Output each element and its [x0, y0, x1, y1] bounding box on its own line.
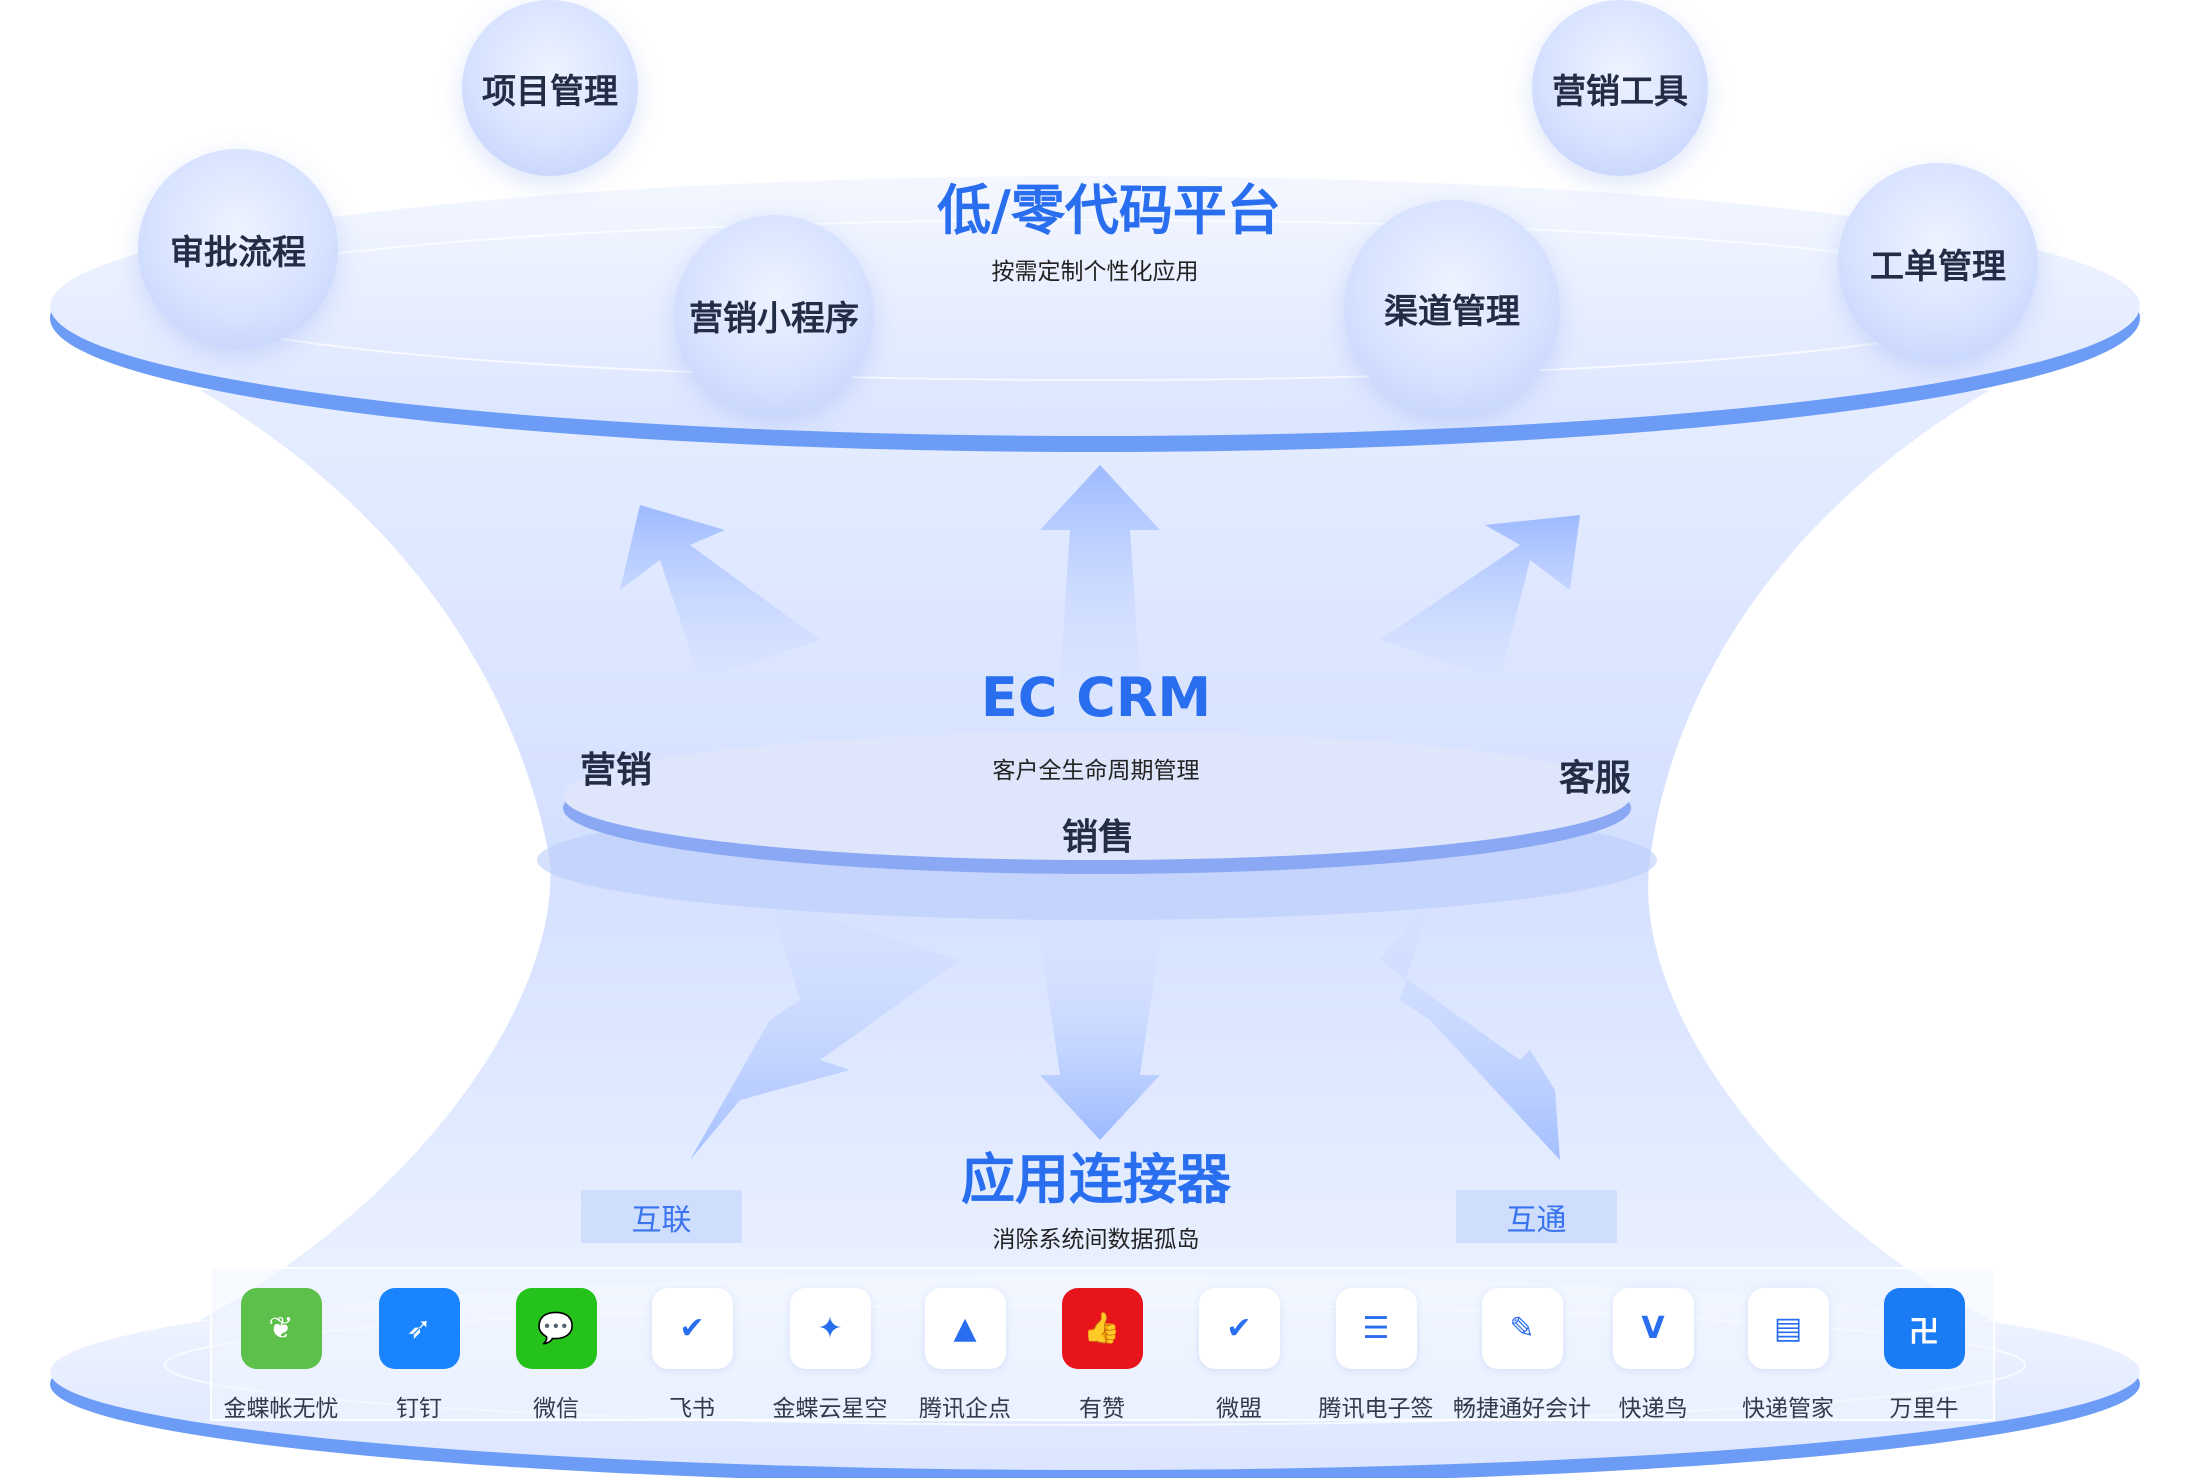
app-label: 腾讯企点 — [919, 1396, 1011, 1422]
ec-crm-subtitle: 客户全生命周期管理 — [992, 758, 1200, 784]
app-connector-title: 应用连接器 — [961, 1148, 1231, 1211]
app-label: 飞书 — [669, 1396, 715, 1422]
low-code-platform-subtitle: 按需定制个性化应用 — [991, 259, 1199, 285]
app-item[interactable]: ✎ 畅捷通好会计 — [1453, 1288, 1591, 1423]
kingdee-icon: ✦ — [789, 1288, 871, 1369]
feishu-icon: ✔ — [651, 1288, 733, 1369]
app-item[interactable]: ✔ 飞书 — [627, 1288, 757, 1423]
tag-intercommunicate: 互通 — [1456, 1190, 1617, 1243]
app-item[interactable]: ❦ 金蝶帐无忧 — [216, 1288, 346, 1423]
app-connector-subtitle: 消除系统间数据孤岛 — [992, 1227, 1200, 1253]
app-label: 微信 — [533, 1396, 579, 1422]
arrow-up-left — [620, 505, 820, 680]
ec-crm-title: EC CRM — [980, 666, 1212, 729]
app-item[interactable]: ▤ 快递管家 — [1723, 1288, 1853, 1423]
app-label: 金蝶云星空 — [772, 1396, 888, 1422]
check-icon: ✔ — [1198, 1288, 1280, 1369]
middle-disc — [563, 732, 1631, 860]
app-label: 金蝶帐无忧 — [223, 1396, 339, 1422]
low-code-platform-title: 低/零代码平台 — [937, 179, 1281, 242]
bubble-ticket-management: 工单管理 — [1838, 163, 2038, 363]
app-item[interactable]: ▲ 腾讯企点 — [900, 1288, 1030, 1423]
app-item[interactable]: 💬 微信 — [491, 1288, 621, 1423]
bubble-approval-flow: 审批流程 — [138, 149, 338, 349]
qidian-icon: ▲ — [924, 1288, 1006, 1369]
app-label: 万里牛 — [1889, 1396, 1959, 1422]
app-label: 快递管家 — [1742, 1396, 1834, 1422]
app-item[interactable]: ➶ 钉钉 — [354, 1288, 484, 1423]
bubble-marketing-tools: 营销工具 — [1532, 0, 1708, 176]
bubble-project-management: 项目管理 — [462, 0, 638, 176]
app-label: 畅捷通好会计 — [1453, 1396, 1591, 1422]
tag-interconnect: 互联 — [581, 1190, 742, 1243]
wanliniu-icon: 卍 — [1883, 1288, 1965, 1369]
label-marketing: 营销 — [579, 750, 653, 791]
app-item[interactable]: 👍 有赞 — [1037, 1288, 1167, 1423]
arrow-down-left — [690, 900, 960, 1160]
arrow-up-center — [1040, 465, 1160, 680]
butterfly-icon: ❦ — [240, 1288, 322, 1369]
app-item[interactable]: V 快递鸟 — [1588, 1288, 1718, 1423]
app-label: 有赞 — [1079, 1396, 1125, 1422]
app-item[interactable]: ✦ 金蝶云星空 — [765, 1288, 895, 1423]
bubble-channel-management: 渠道管理 — [1344, 200, 1560, 416]
bubble-marketing-miniapp: 营销小程序 — [674, 215, 874, 415]
accounting-icon: ✎ — [1481, 1288, 1563, 1369]
app-label: 钉钉 — [396, 1396, 442, 1422]
esign-icon: ☰ — [1335, 1288, 1417, 1369]
app-item[interactable]: 卍万里牛 — [1859, 1288, 1989, 1423]
chat-icon: 💬 — [515, 1288, 597, 1369]
label-sales: 销售 — [1061, 817, 1135, 858]
label-customer-service: 客服 — [1558, 758, 1632, 799]
arrow-down-right — [1380, 900, 1560, 1160]
app-item[interactable]: ☰ 腾讯电子签 — [1311, 1288, 1441, 1423]
top-disc — [50, 176, 2140, 436]
app-label: 腾讯电子签 — [1318, 1396, 1434, 1422]
arrow-up-right — [1380, 515, 1580, 680]
kdgj-icon: ▤ — [1747, 1288, 1829, 1369]
app-label: 快递鸟 — [1618, 1396, 1688, 1422]
arrow-down-center — [1040, 940, 1160, 1140]
kdniao-icon: V — [1612, 1288, 1694, 1369]
app-label: 微盟 — [1216, 1396, 1262, 1422]
wing-icon: ➶ — [378, 1288, 460, 1369]
thumbs-up-icon: 👍 — [1061, 1288, 1143, 1369]
app-item[interactable]: ✔ 微盟 — [1174, 1288, 1304, 1423]
